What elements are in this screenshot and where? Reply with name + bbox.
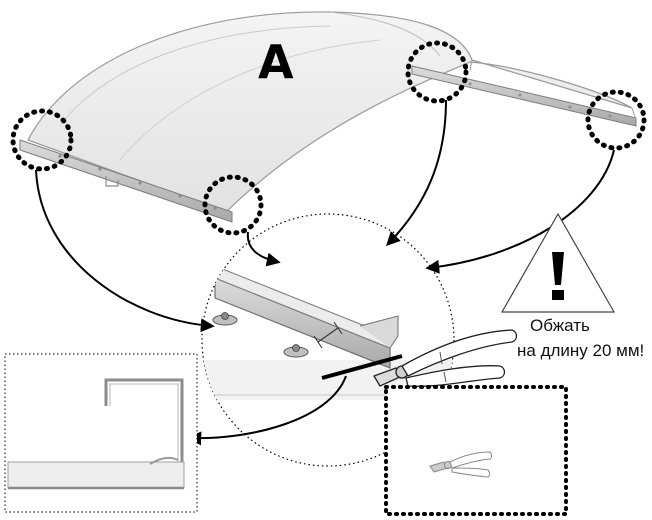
canopy-front-rail [19,139,233,223]
canopy-back-rail [411,65,637,127]
arrow-front-right-to-detail [246,231,281,267]
part-label: A [258,35,294,89]
crimp-length-marker [321,354,403,380]
tool-panel-frame [384,385,568,516]
canopy-illustration [19,11,637,223]
tool-panel [384,385,568,516]
warning-note: Обжать на длину 20 мм! [500,212,644,360]
arrow-back-left-to-detail [386,99,447,247]
profile-closeup-panel [4,353,198,513]
highlight-front-right-corner [202,174,264,236]
highlight-back-right-corner [585,89,647,151]
corner-highlights [10,40,647,236]
arrow-detail-to-profile-closeup [187,375,347,446]
highlight-back-left-corner [405,40,469,104]
arrow-back-right-to-detail [425,149,615,274]
pliers-icon [429,451,492,478]
arrow-front-left-to-detail [35,169,215,333]
warning-text-line1: Обжать [530,316,590,335]
pliers-drawing [373,329,518,387]
highlight-front-left-corner [10,108,74,172]
warning-text-line2: на длину 20 мм! [517,341,644,360]
